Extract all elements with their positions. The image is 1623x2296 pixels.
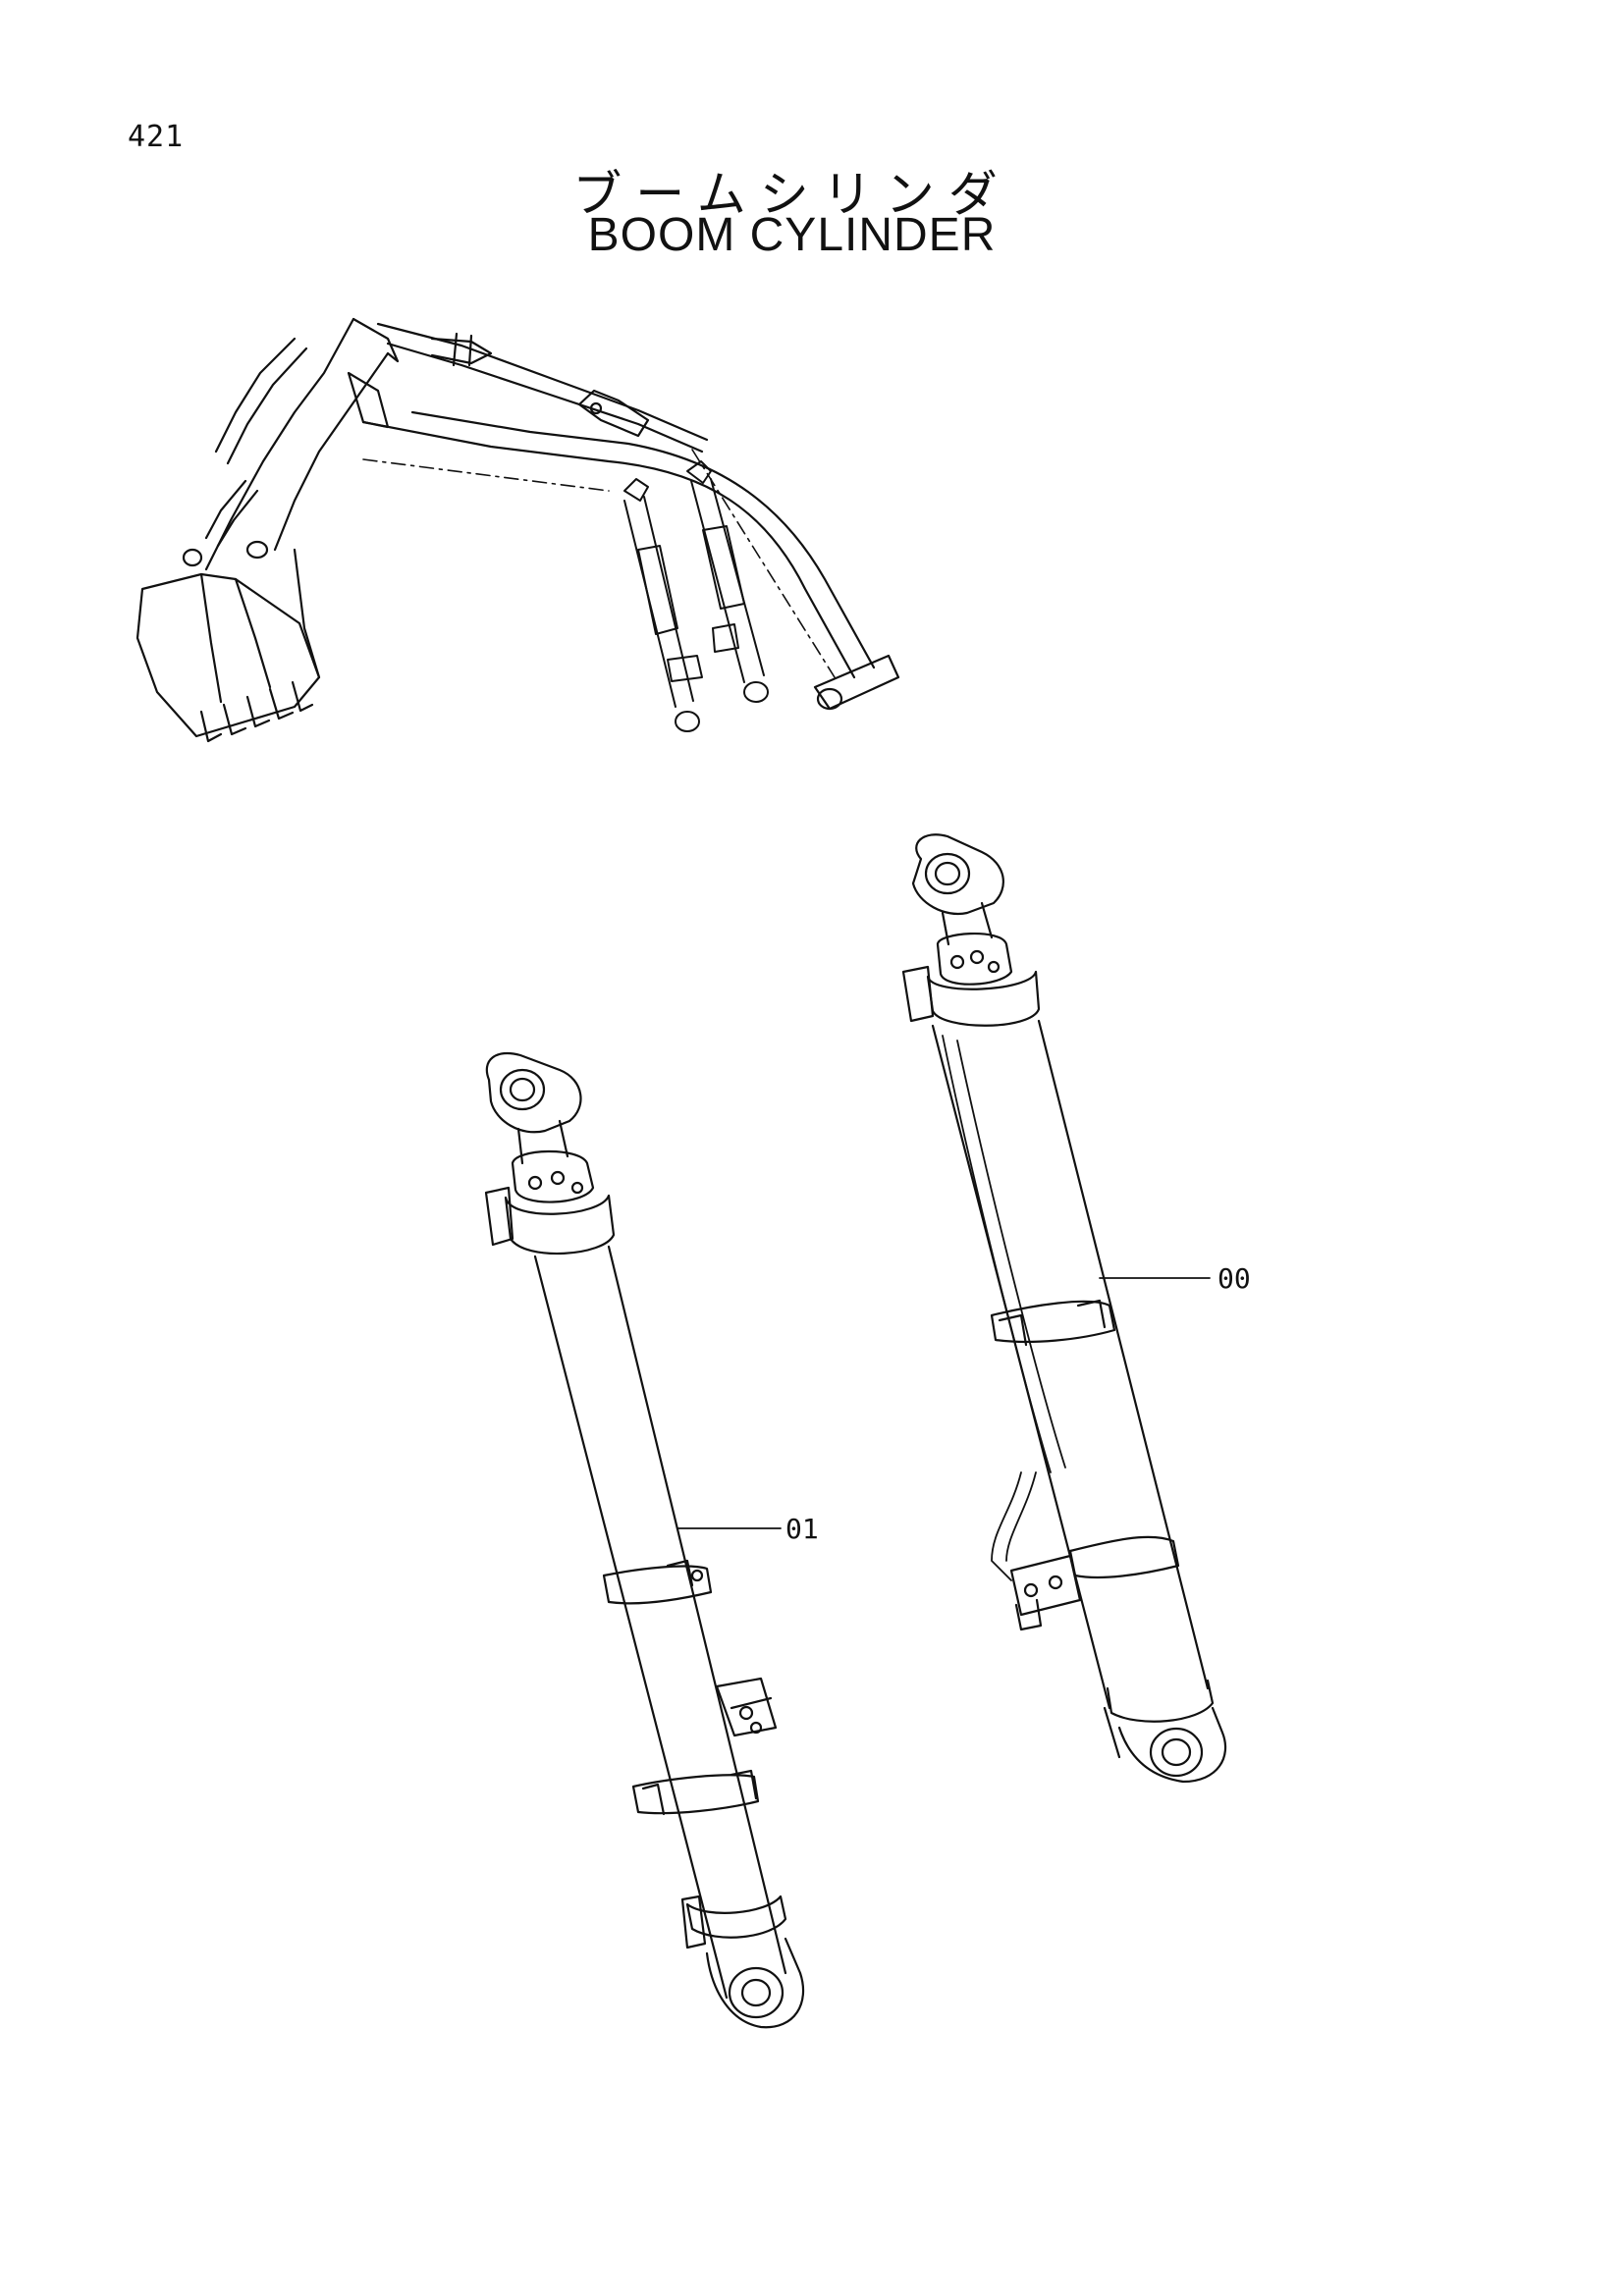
boom-cylinder-01 [484,1051,805,2029]
boom-cylinder-00 [901,833,1227,1784]
title-english: BOOM CYLINDER [587,209,997,261]
title-japanese: ブームシリンダ [572,166,1011,223]
page-number: 421 [128,120,185,154]
callout-label-01: 01 [785,1513,819,1545]
callout-label-00: 00 [1217,1262,1251,1295]
excavator-front-overview [135,317,900,743]
